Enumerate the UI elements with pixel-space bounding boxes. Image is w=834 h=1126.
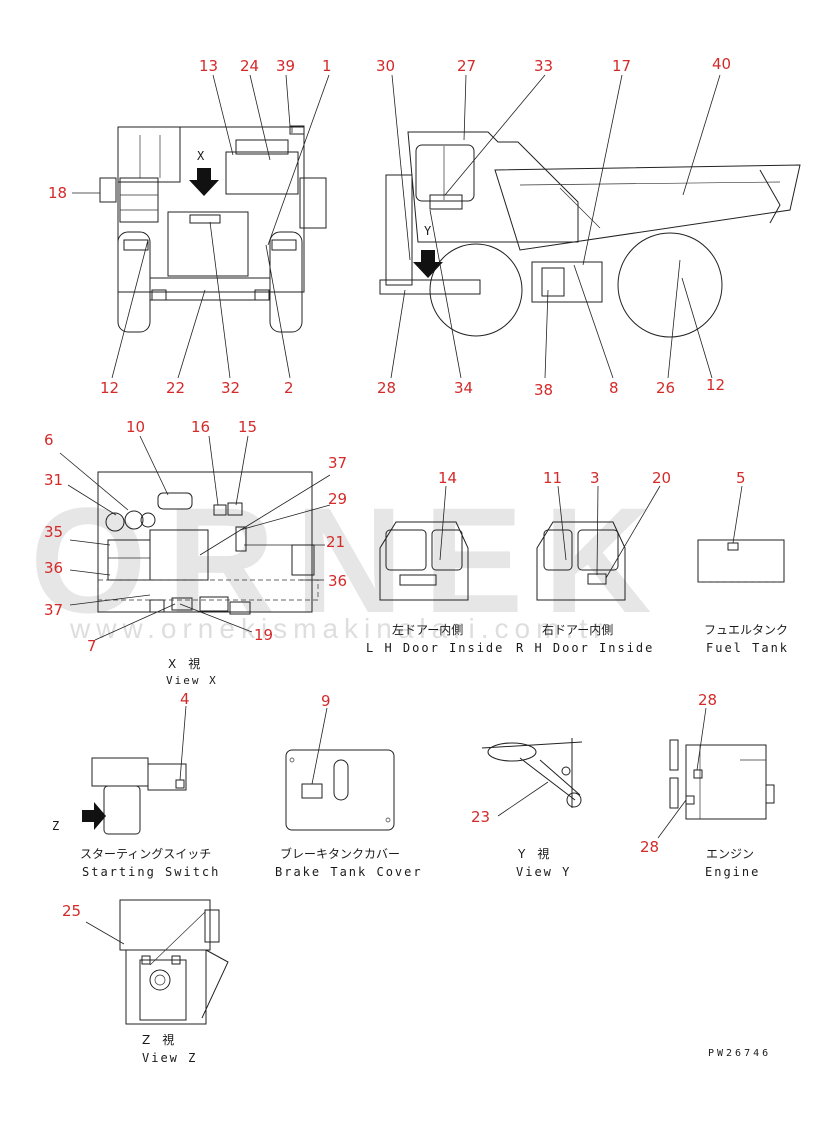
callout-35: 35 [44,523,63,541]
callout-39: 39 [276,57,295,75]
caption-lh-door-en: L H Door Inside [366,641,504,655]
brake-tank-cover: 9 ブレーキタンクカバー Brake Tank Cover [275,692,423,879]
side-view-letter-y: Y [424,224,433,238]
callout-31: 31 [44,471,63,489]
callout-1: 1 [322,57,332,75]
callout-12-front: 12 [100,379,119,397]
callout-3: 3 [590,469,600,487]
callout-30: 30 [376,57,395,75]
caption-view-z-jp: Z 視 [142,1032,174,1047]
caption-rh-door-jp: 右ドアー内側 [542,622,613,637]
watermark-site: www.ornekismakinalari.com.tr [69,613,608,644]
callout-26: 26 [656,379,675,397]
caption-view-x-en: View X [166,674,218,687]
callout-22: 22 [166,379,185,397]
callout-33: 33 [534,57,553,75]
caption-starting-switch-jp: スターティングスイッチ [80,847,211,861]
callout-21: 21 [326,533,345,551]
caption-view-x-jp: X 視 [168,656,200,671]
engine: 28 28 エンジン Engine [640,691,775,879]
callout-8: 8 [609,379,619,397]
starting-switch: Z 4 スターティングスイッチ Starting Switch [52,690,220,879]
caption-engine-en: Engine [705,865,760,879]
callout-2: 2 [284,379,294,397]
caption-engine-jp: エンジン [706,847,754,861]
callout-24: 24 [240,57,259,75]
callout-14: 14 [438,469,457,487]
caption-brake-tank-jp: ブレーキタンクカバー [280,846,400,861]
callout-40: 40 [712,55,731,73]
starting-switch-arrow-icon [82,802,106,830]
callout-34: 34 [454,379,473,397]
document-code: PW26746 [708,1048,771,1059]
front-view: X 13 24 39 1 18 12 22 32 2 [48,57,332,397]
callout-25: 25 [62,902,81,920]
callout-27: 27 [457,57,476,75]
callout-28-engine-bottom: 28 [640,838,659,856]
callout-9: 9 [321,692,331,710]
side-arrow-icon [413,250,443,278]
caption-fuel-tank-en: Fuel Tank [706,641,789,655]
callout-6: 6 [44,431,54,449]
side-view: Y 30 27 33 17 40 28 34 38 8 26 12 [376,55,801,399]
callout-18: 18 [48,184,67,202]
caption-starting-switch-en: Starting Switch [82,865,220,879]
callout-36-left: 36 [44,559,63,577]
callout-13: 13 [199,57,218,75]
callout-23: 23 [471,808,490,826]
caption-view-z-en: View Z [142,1051,197,1065]
callout-5: 5 [736,469,746,487]
lh-door: 14 左ドアー内側 L H Door Inside [366,469,504,655]
callout-28-side: 28 [377,379,396,397]
callout-7: 7 [87,637,97,655]
caption-view-y-en: View Y [516,865,571,879]
view-x: 6 10 16 15 31 37 29 21 35 36 36 37 7 19 … [44,418,347,687]
callout-37-top: 37 [328,454,347,472]
watermark-brand: ORNEK [30,476,672,644]
callout-17: 17 [612,57,631,75]
rh-door: 11 3 20 右ドアー内側 R H Door Inside [516,469,671,655]
starting-switch-letter-z: Z [52,819,61,833]
callout-29: 29 [328,490,347,508]
callout-12-side: 12 [706,376,725,394]
view-y: 23 Y 視 View Y [471,738,583,879]
front-view-letter-x: X [197,149,206,163]
callout-11: 11 [543,469,562,487]
callout-28-engine-top: 28 [698,691,717,709]
callout-10: 10 [126,418,145,436]
callout-20: 20 [652,469,671,487]
caption-lh-door-jp: 左ドアー内側 [392,622,463,637]
callout-15: 15 [238,418,257,436]
caption-rh-door-en: R H Door Inside [516,641,654,655]
callout-37-bottom: 37 [44,601,63,619]
callout-19: 19 [254,626,273,644]
caption-brake-tank-en: Brake Tank Cover [275,865,423,879]
caption-fuel-tank-jp: フュエルタンク [704,623,788,637]
fuel-tank: 5 フュエルタンク Fuel Tank [697,469,789,655]
callout-32: 32 [221,379,240,397]
front-arrow-icon [189,168,219,196]
callout-16: 16 [191,418,210,436]
callout-36-right: 36 [328,572,347,590]
callout-4: 4 [180,690,190,708]
caption-view-y-jp: Y 視 [517,846,549,861]
view-z: 25 Z 視 View Z [62,899,229,1065]
callout-38: 38 [534,381,553,399]
